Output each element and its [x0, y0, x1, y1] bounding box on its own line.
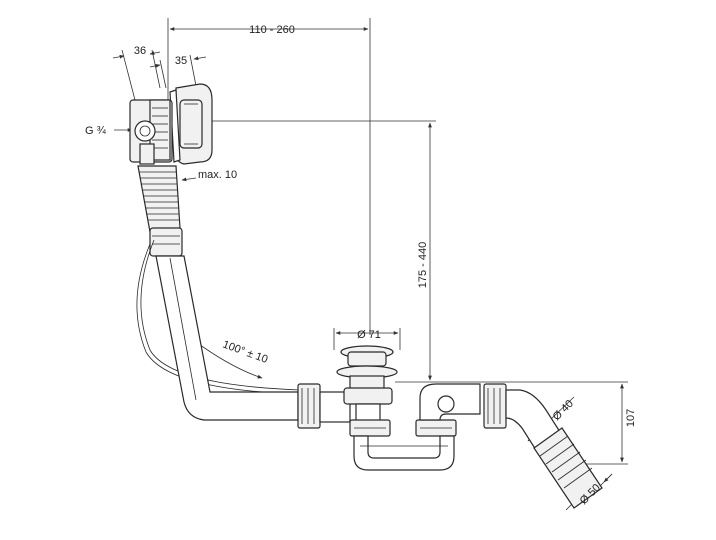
bowden-cable-outline: [136, 243, 301, 395]
width-35-label: 35: [175, 55, 187, 67]
pipe-diameter-40-label: Ø 40: [551, 398, 576, 423]
corrugated-hose: [137, 165, 183, 257]
trap-height-label: 107: [625, 409, 637, 427]
angle-label: 100° ± 10: [221, 339, 269, 366]
width-36-label: 36: [134, 45, 146, 57]
overflow-reach-label: 110 - 260: [249, 24, 295, 36]
thread-label: G ¾: [85, 125, 107, 137]
bowden-cable: [140, 239, 301, 391]
max-10-label: max. 10: [198, 169, 237, 181]
height-range-label: 175 - 440: [417, 242, 429, 288]
overflow-assembly: [129, 83, 213, 165]
waste-trap-assembly: [297, 345, 603, 509]
drain-diameter-label: Ø 71: [357, 329, 381, 341]
overflow-pipe: [155, 255, 299, 421]
